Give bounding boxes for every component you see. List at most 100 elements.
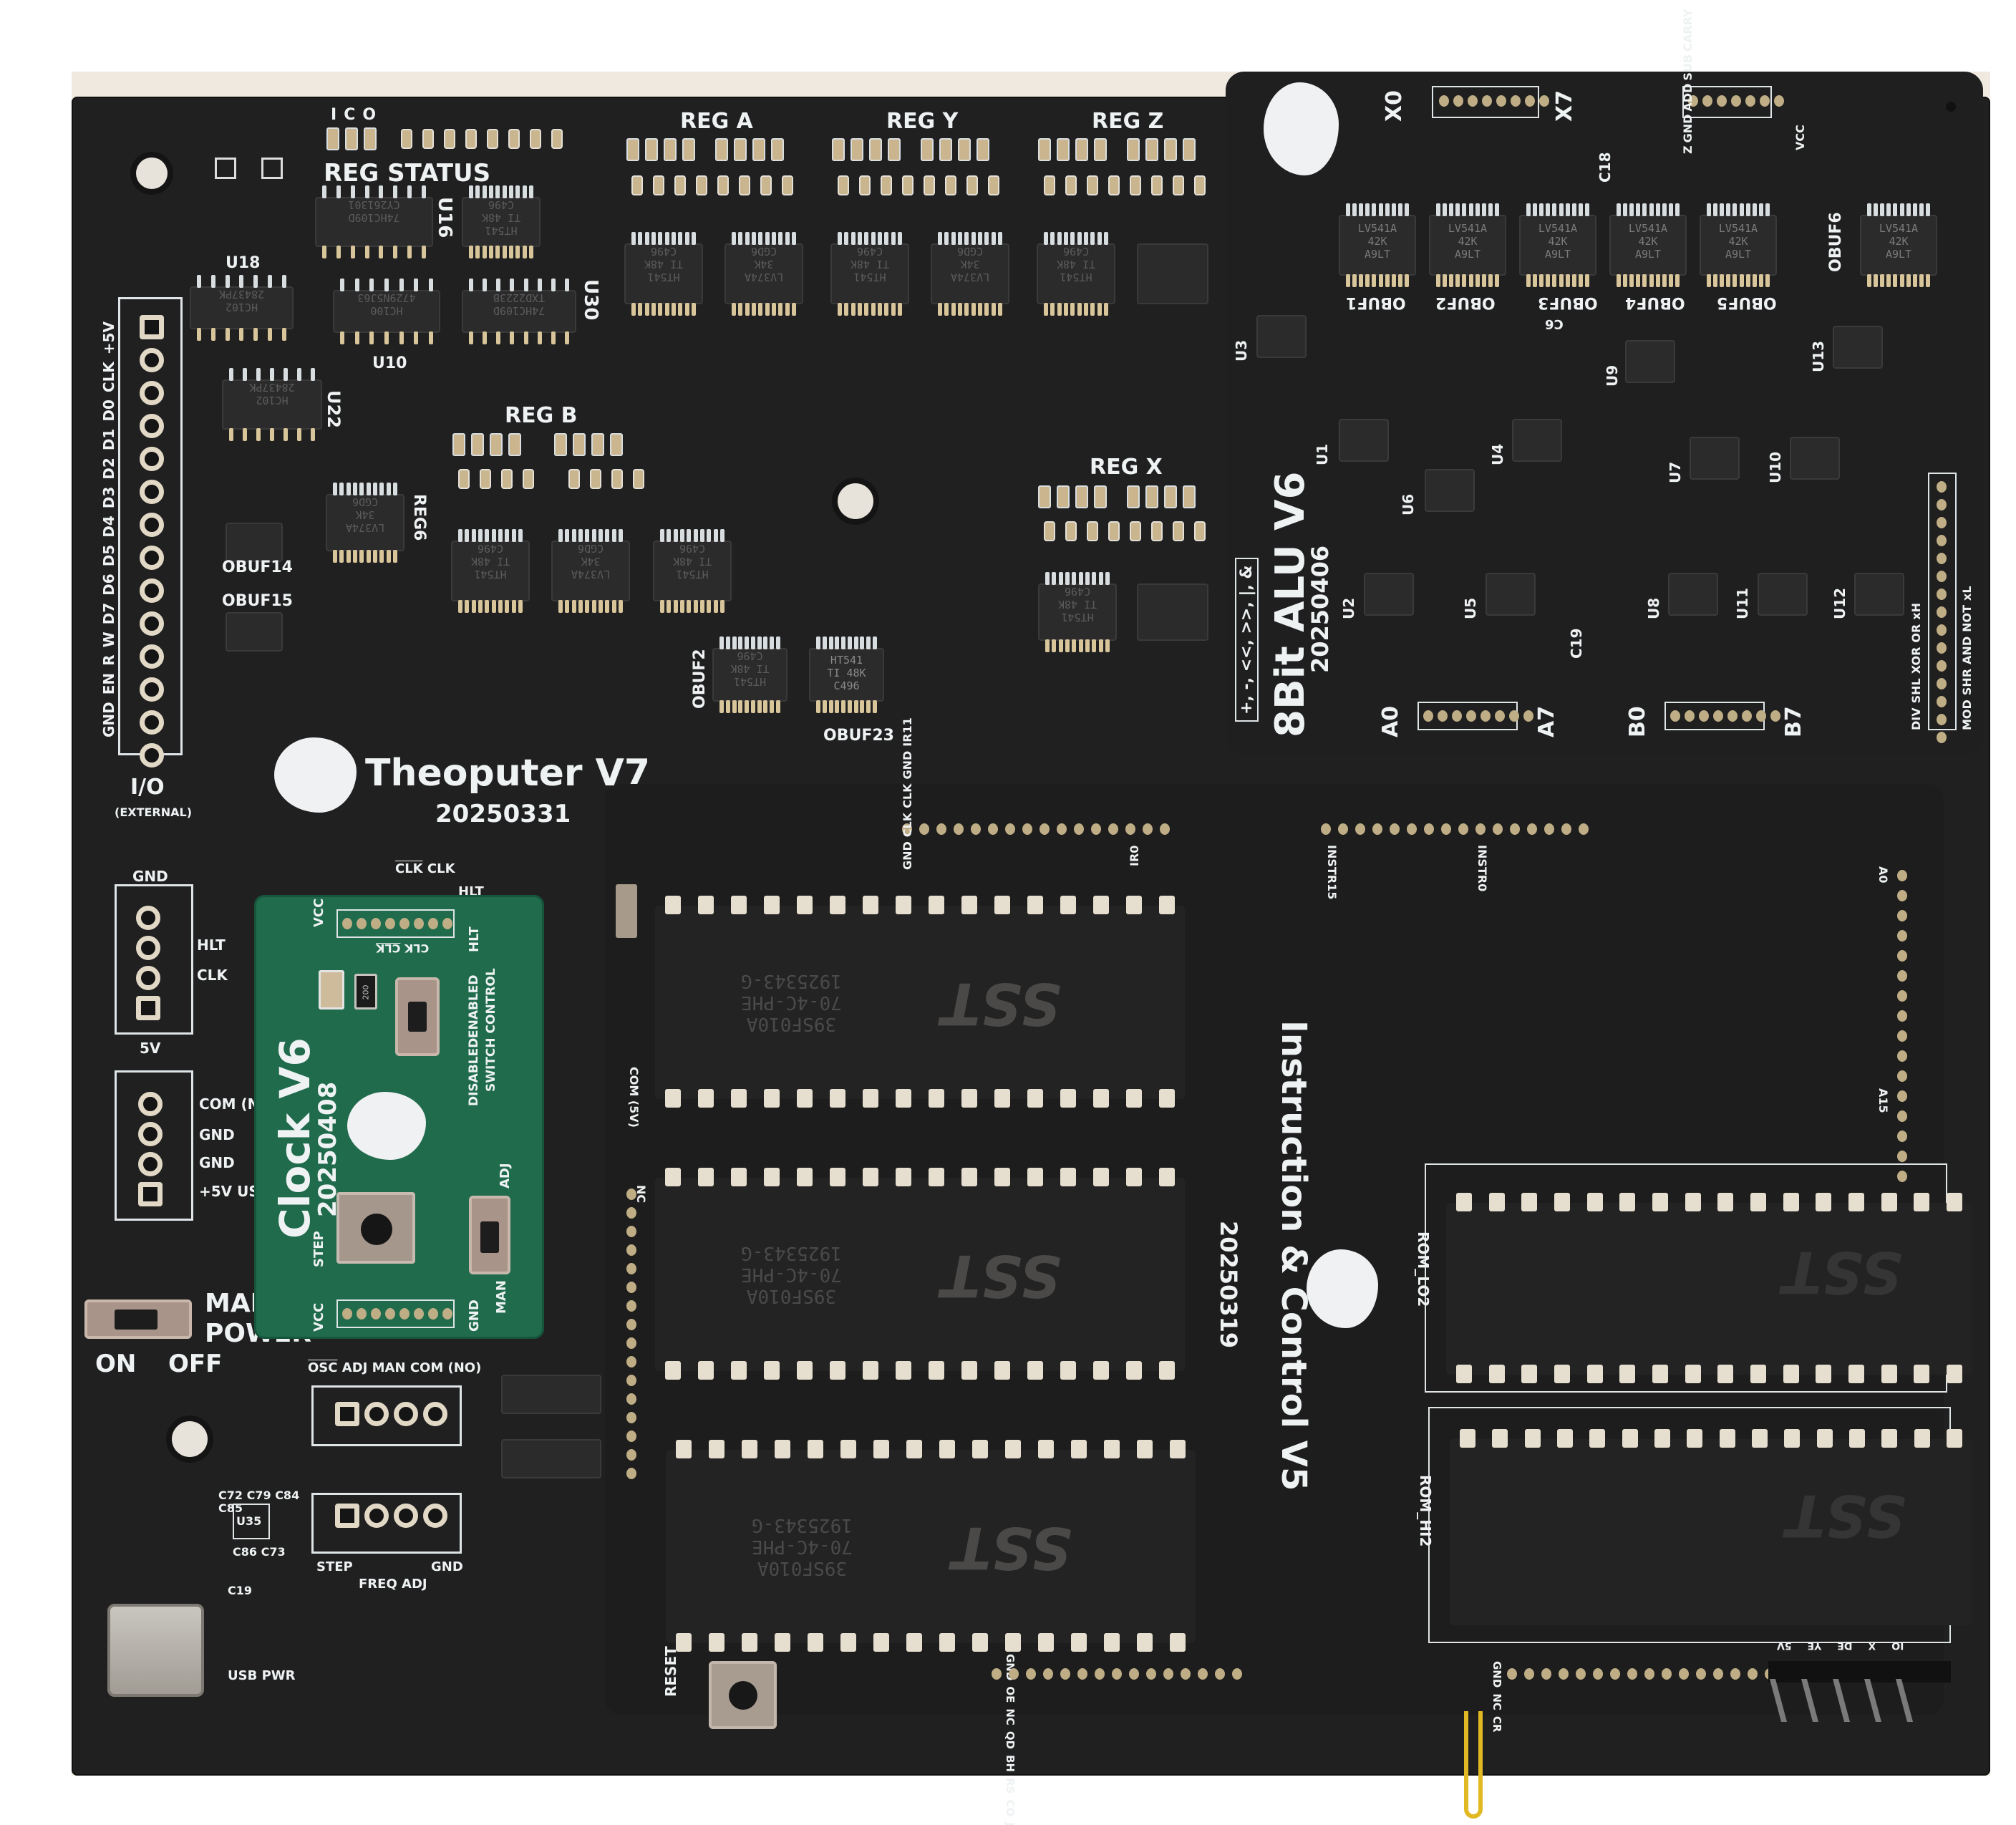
reg-status-label: REG STATUS [324, 159, 491, 188]
clock-bottom-vcc-label: VCC [311, 1302, 326, 1332]
status-led [364, 127, 377, 150]
clock-bottom-header[interactable] [342, 1308, 452, 1320]
alu-u4-label: U4 [1489, 443, 1506, 465]
power-off-label: OFF [168, 1350, 223, 1378]
ic-left-header[interactable] [626, 1189, 636, 1479]
ic-right-angle-pins[interactable] [1769, 1679, 1914, 1722]
ic-nc-label: NC [634, 1185, 648, 1204]
main-power-switch[interactable] [84, 1299, 192, 1339]
freq-connector-pins[interactable] [335, 1504, 447, 1528]
program-rom-lo: SST [1446, 1193, 1972, 1383]
alu-c6-label: C6 [1545, 316, 1564, 331]
clock-mode-switch[interactable] [469, 1196, 510, 1274]
freq-step-label: STEP [316, 1559, 353, 1574]
status-led [345, 127, 358, 150]
usb-c-port[interactable] [107, 1604, 204, 1697]
top-clk-labels: CLK CLK [395, 861, 455, 876]
alu-b-header[interactable] [1670, 710, 1780, 722]
ic-top-header-left[interactable] [902, 823, 1170, 835]
clock-bottom-header-outline [336, 1299, 455, 1328]
ic-instr15-label: INSTR15 [1325, 845, 1339, 900]
hlt-switch-control[interactable] [395, 977, 440, 1056]
mounting-hole [136, 158, 168, 189]
sst-logo: SST [1783, 1239, 1902, 1305]
osc-connector-pins[interactable] [335, 1402, 447, 1426]
ic-right-angle-header[interactable] [1768, 1661, 1951, 1683]
alu-ops-box: +, -, <<, >>, |, & [1235, 558, 1259, 722]
resistor [465, 129, 477, 149]
alu-flags-header-outline [1682, 86, 1772, 118]
alu-side-header[interactable] [1937, 481, 1947, 743]
step-button-cap[interactable] [361, 1214, 392, 1245]
ic-bottom-header-right[interactable] [1507, 1668, 1775, 1680]
pwr-gnd1-label: GND [199, 1126, 235, 1143]
status-leds [326, 127, 377, 150]
reg-y-resistors [838, 175, 999, 195]
alu-u11-label: U11 [1734, 587, 1751, 619]
clock-connector-outline [115, 884, 193, 1035]
io-title: I/O [130, 775, 165, 800]
ic-date: 20250319 [1215, 1221, 1242, 1349]
u22-label: U22 [324, 390, 344, 428]
ic-top-header-right[interactable] [1321, 823, 1589, 835]
alu-u2-label: U2 [1340, 597, 1357, 619]
program-rom-hi: SST [1450, 1429, 1972, 1625]
clock-top-header[interactable] [342, 918, 452, 929]
reset-button-cap[interactable] [729, 1681, 757, 1710]
ic-address-header[interactable] [1897, 870, 1907, 1182]
alu-u8-label: U8 [1645, 597, 1662, 619]
alu-flags-header[interactable] [1688, 95, 1784, 107]
ic-side-pin-header[interactable] [616, 884, 637, 938]
power-connector-pins[interactable] [138, 1092, 163, 1206]
alu-a-header[interactable] [1423, 710, 1533, 722]
obuf1-label: OBUF1 [1346, 294, 1406, 311]
alu-u1-label: U1 [1314, 443, 1331, 465]
ic-bottom-header-left[interactable] [992, 1668, 1242, 1680]
u35-outline [233, 1504, 270, 1539]
power-switch-knob[interactable] [115, 1310, 158, 1330]
alu-u8-chip [1668, 573, 1718, 616]
io-header-pins[interactable] [140, 315, 164, 768]
reg-z-leds [1038, 138, 1196, 161]
alu-logo-icon [1264, 82, 1339, 175]
alu-u4-chip [1512, 419, 1562, 462]
clock-bottom-gnd-label: GND [467, 1299, 482, 1332]
reg-y-label: REG Y [886, 109, 959, 134]
alu-u10-chip [1790, 437, 1840, 480]
hlt-switch-knob[interactable] [408, 1002, 427, 1032]
alu-board [1226, 72, 1983, 755]
freq-connector-outline [311, 1493, 462, 1554]
status-led [326, 127, 339, 150]
clock-top-hlt-label: HLT [467, 926, 482, 952]
alu-u7-label: U7 [1667, 461, 1684, 483]
mode-switch-knob[interactable] [480, 1221, 499, 1253]
clock-connector-pins[interactable] [136, 906, 160, 1020]
power-connector-outline [115, 1070, 193, 1221]
main-title: Theoputer V7 [365, 752, 651, 795]
alu-u7-chip [1690, 437, 1740, 480]
reset-button[interactable] [709, 1661, 777, 1729]
chip-obuf14 [226, 523, 283, 562]
reg-x-resistors [1044, 521, 1206, 541]
alu-x-header[interactable] [1439, 95, 1549, 107]
resistor [487, 129, 498, 149]
alu-a0-label: A0 [1378, 705, 1403, 737]
rom-lo2-label: ROM_LO2 [1415, 1231, 1432, 1307]
alu-mounting-hole [1946, 102, 1956, 112]
u18-label: U18 [226, 254, 261, 272]
main-date: 20250331 [435, 800, 571, 828]
step-button[interactable] [336, 1192, 415, 1264]
switch-enabled-label: ENABLED [467, 974, 481, 1038]
